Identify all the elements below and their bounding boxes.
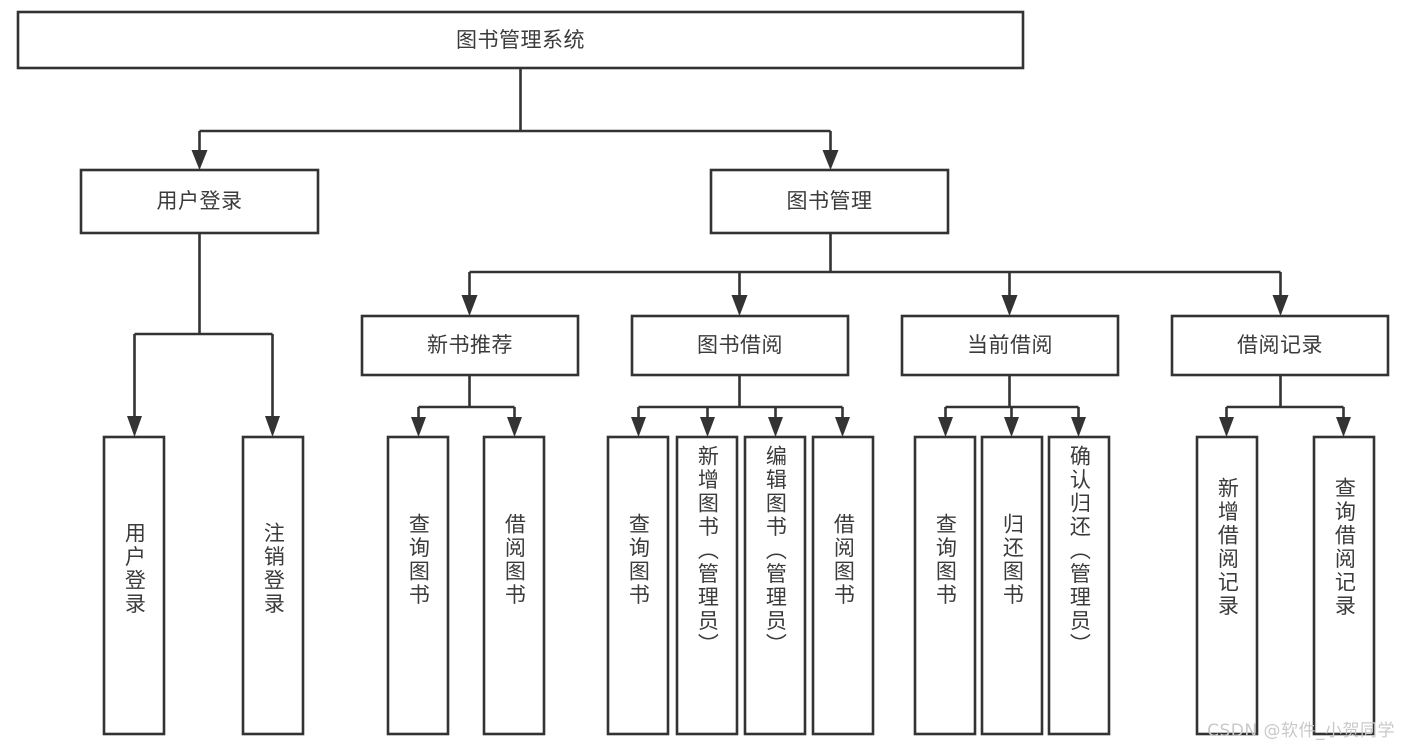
arrow-user-login-leaf-2 bbox=[265, 416, 280, 437]
arrow-book-borrow-leaf-2 bbox=[700, 417, 715, 437]
node-book-manage-label: 图书管理 bbox=[787, 189, 873, 213]
leaf-box-query-record[interactable] bbox=[1312, 435, 1376, 736]
node-new-book-recommend-box[interactable] bbox=[360, 314, 580, 377]
arrow-borrow-record-leaf-2 bbox=[1336, 417, 1351, 437]
node-current-borrow-label: 当前借阅 bbox=[967, 333, 1053, 357]
connector-group-borrow-record bbox=[1219, 375, 1351, 437]
node-new-book-recommend[interactable]: 新书推荐 bbox=[360, 314, 580, 377]
arrow-current-borrow-leaf-2 bbox=[1004, 417, 1019, 437]
arrow-current-borrow-leaf-1 bbox=[938, 417, 953, 437]
arrow-current-borrow-leaf-3 bbox=[1071, 417, 1086, 437]
arrow-root-to-book-manage bbox=[822, 150, 839, 170]
arrow-root-to-user-login bbox=[191, 150, 208, 170]
leaf-box-logout-login[interactable] bbox=[241, 435, 305, 736]
arrow-book-manage-child-2 bbox=[731, 295, 748, 316]
arrow-book-borrow-leaf-3 bbox=[768, 417, 783, 437]
leaf-boxes bbox=[102, 435, 1376, 736]
node-book-borrow[interactable]: 图书借阅 bbox=[630, 314, 850, 377]
node-user-login[interactable]: 用户登录 bbox=[79, 168, 320, 235]
arrow-new-book-leaf-1 bbox=[411, 417, 426, 437]
leaf-box-query-book-2[interactable] bbox=[606, 435, 670, 736]
node-root-label: 图书管理系统 bbox=[456, 28, 585, 52]
leaf-box-add-book[interactable] bbox=[675, 435, 739, 736]
arrow-book-borrow-leaf-4 bbox=[835, 417, 850, 437]
leaf-box-query-book-3[interactable] bbox=[913, 435, 977, 736]
node-book-manage[interactable]: 图书管理 bbox=[709, 168, 950, 235]
connector-group-current-borrow bbox=[938, 375, 1086, 437]
connector-group-new-book-recommend bbox=[411, 375, 522, 437]
arrow-book-borrow-leaf-1 bbox=[631, 417, 646, 437]
connector-group-book-manage bbox=[461, 233, 1289, 316]
leaf-box-return-book[interactable] bbox=[980, 435, 1044, 736]
node-book-manage-box[interactable] bbox=[709, 168, 950, 235]
leaf-box-confirm-return[interactable] bbox=[1047, 435, 1111, 736]
leaf-box-add-record[interactable] bbox=[1195, 435, 1259, 736]
node-root-box[interactable] bbox=[16, 10, 1025, 70]
leaf-box-borrow-book-1[interactable] bbox=[482, 435, 546, 736]
node-book-borrow-box[interactable] bbox=[630, 314, 850, 377]
arrow-user-login-leaf-1 bbox=[127, 416, 142, 437]
leaf-box-borrow-book-2[interactable] bbox=[811, 435, 875, 736]
node-current-borrow-box[interactable] bbox=[900, 314, 1120, 377]
arrow-book-manage-child-4 bbox=[1272, 295, 1289, 316]
leaf-box-user-login[interactable] bbox=[102, 435, 166, 736]
arrow-borrow-record-leaf-1 bbox=[1219, 417, 1234, 437]
node-borrow-record-label: 借阅记录 bbox=[1237, 333, 1323, 357]
node-root[interactable]: 图书管理系统 bbox=[16, 10, 1025, 70]
csdn-watermark: CSDN @软件_小贺同学 bbox=[1207, 721, 1395, 741]
arrow-book-manage-child-1 bbox=[461, 295, 478, 316]
node-book-borrow-label: 图书借阅 bbox=[697, 333, 783, 357]
leaf-box-edit-book[interactable] bbox=[743, 435, 807, 736]
arrow-book-manage-child-3 bbox=[1001, 295, 1018, 316]
node-user-login-label: 用户登录 bbox=[157, 189, 243, 213]
connector-group-user-login bbox=[127, 233, 280, 437]
node-user-login-box[interactable] bbox=[79, 168, 320, 235]
leaf-box-query-book-1[interactable] bbox=[386, 435, 450, 736]
node-borrow-record-box[interactable] bbox=[1170, 314, 1390, 377]
node-new-book-recommend-label: 新书推荐 bbox=[427, 333, 513, 357]
connector-group-book-borrow bbox=[631, 375, 850, 437]
connector-group-root bbox=[191, 68, 839, 170]
arrow-new-book-leaf-2 bbox=[507, 417, 522, 437]
node-borrow-record[interactable]: 借阅记录 bbox=[1170, 314, 1390, 377]
node-current-borrow[interactable]: 当前借阅 bbox=[900, 314, 1120, 377]
